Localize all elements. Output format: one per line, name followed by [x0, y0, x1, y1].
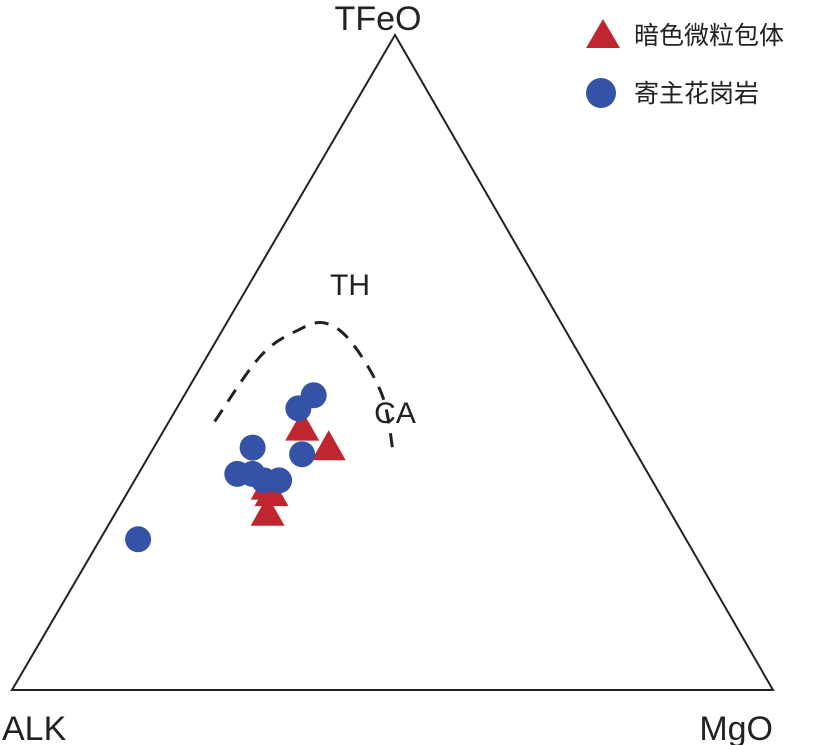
vertex-label-right: MgO: [699, 710, 773, 745]
legend-marker-triangle: [586, 19, 620, 48]
legend: 暗色微粒包体 寄主花岗岩: [586, 19, 784, 108]
host-granite-circle-point: [289, 441, 316, 468]
vertex-label-top: TFeO: [335, 0, 422, 38]
field-label-th: TH: [330, 269, 370, 302]
enclave-triangle-point: [311, 430, 346, 461]
legend-marker-circle: [586, 78, 616, 108]
legend-label-enclave: 暗色微粒包体: [634, 21, 784, 50]
legend-label-host: 寄主花岗岩: [634, 79, 759, 108]
host-granite-circle-point: [239, 434, 266, 461]
enclave-triangle-point: [285, 410, 320, 441]
enclave-triangle-point: [254, 476, 289, 507]
th-ca-boundary-line: [213, 321, 395, 455]
vertex-label-left: ALK: [2, 710, 67, 745]
ternary-triangle-frame: [10, 33, 775, 691]
data-points: [125, 382, 346, 553]
field-label-ca: CA: [374, 397, 416, 430]
enclave-triangle-point: [250, 495, 285, 526]
host-granite-circle-point: [125, 526, 152, 553]
host-granite-circle-point: [266, 467, 293, 494]
host-granite-circle-point: [285, 395, 312, 422]
